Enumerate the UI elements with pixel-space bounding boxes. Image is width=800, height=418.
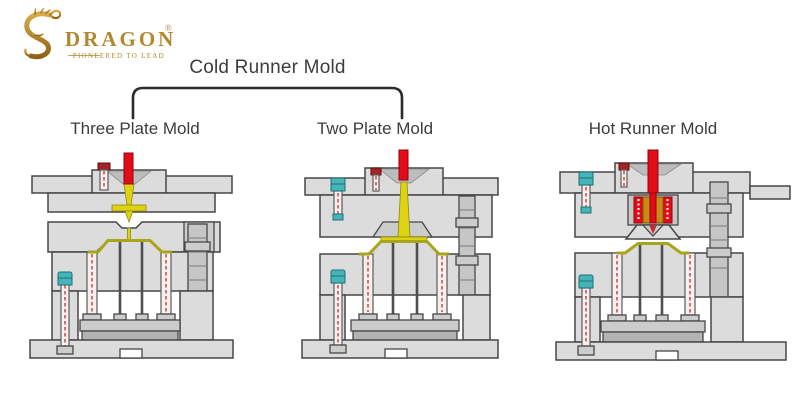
- label-three-plate-mold: Three Plate Mold: [70, 119, 200, 138]
- ejector-pins: [82, 241, 176, 321]
- label-hot-runner-mold: Hot Runner Mold: [588, 119, 718, 138]
- brand-logo: DRAGON ® PIONEERED TO LEAD: [24, 7, 176, 60]
- bottom-clamp-plate: [555, 341, 787, 361]
- cold-runner-system: [111, 152, 147, 241]
- socket-screw-teal-bottom: [577, 274, 595, 356]
- socket-screw-teal-top: [330, 177, 346, 221]
- brand-tagline: PIONEERED TO LEAD: [73, 52, 165, 60]
- guide-pillar: [184, 223, 211, 292]
- registered-mark: ®: [165, 23, 172, 33]
- sprue: [398, 149, 409, 181]
- sprue: [647, 149, 659, 194]
- cold-runner-group-title: Cold Runner Mold: [189, 57, 346, 78]
- bottom-clamp-plate: [301, 339, 499, 359]
- guide-pillar: [706, 181, 732, 298]
- hot-runner-mold-diagram: [555, 149, 791, 361]
- molded-part-outline: [359, 240, 449, 256]
- socket-screw-teal: [56, 271, 74, 355]
- socket-screw-teal-bottom: [329, 269, 347, 354]
- brand-name: DRAGON: [65, 27, 176, 51]
- molded-part-outline: [617, 242, 689, 255]
- two-plate-mold-diagram: [301, 149, 499, 359]
- screw-red: [97, 162, 111, 191]
- three-plate-mold-diagram: [29, 152, 234, 359]
- label-two-plate-mold: Two Plate Mold: [316, 119, 434, 138]
- dragon-s-icon: [24, 7, 62, 60]
- guide-pillar: [455, 195, 479, 296]
- screw-red: [618, 162, 630, 188]
- sprue: [123, 152, 134, 185]
- cold-runner-system: [380, 149, 428, 242]
- hot-runner-nozzle: [624, 192, 682, 240]
- screw-red: [370, 167, 382, 192]
- socket-screw-teal-top: [578, 171, 594, 214]
- cold-runner-bracket: [131, 86, 404, 120]
- bottom-clamp-plate: [29, 339, 234, 359]
- molded-part-outline: [88, 239, 172, 254]
